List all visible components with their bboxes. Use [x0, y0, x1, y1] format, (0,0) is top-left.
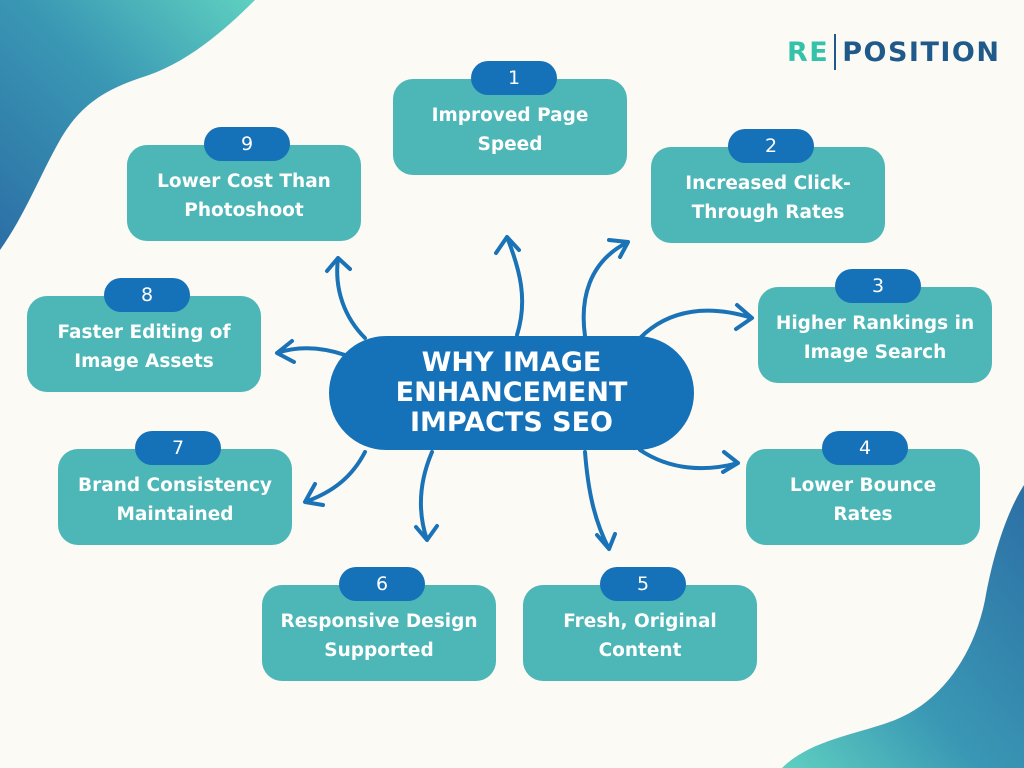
benefit-number-badge-1: 1: [471, 61, 557, 95]
benefit-label: Lower Cost Than Photoshoot: [157, 171, 331, 221]
bottom-right-wave-shape: [782, 485, 1024, 768]
benefit-card-1: Improved Page Speed: [393, 79, 627, 175]
arrow-to-item-8: [275, 339, 347, 364]
benefit-label: Improved Page Speed: [431, 105, 589, 155]
benefit-number-badge-2: 2: [728, 129, 814, 163]
arrow-to-item-6: [414, 450, 439, 542]
benefit-number-badge-4: 4: [822, 431, 908, 465]
arrow-to-item-5: [583, 450, 617, 551]
arrow-to-item-9: [325, 256, 367, 340]
benefit-label: Responsive Design Supported: [280, 611, 478, 661]
benefit-card-4: Lower Bounce Rates: [746, 449, 980, 545]
benefit-label: Higher Rankings in Image Search: [775, 313, 975, 363]
benefit-label: Faster Editing of Image Assets: [57, 322, 231, 372]
arrow-to-item-1: [494, 235, 525, 337]
benefit-card-9: Lower Cost Than Photoshoot: [127, 145, 361, 241]
arrow-to-item-3: [638, 303, 754, 340]
logo-divider: [834, 34, 837, 70]
benefit-card-8: Faster Editing of Image Assets: [27, 296, 261, 392]
arrow-to-item-7: [303, 450, 367, 507]
benefit-card-2: Increased Click-Through Rates: [651, 147, 885, 243]
center-title: WHY IMAGE ENHANCEMENT IMPACTS SEO: [395, 347, 628, 438]
benefit-number-badge-9: 9: [204, 127, 290, 161]
center-title-bubble: WHY IMAGE ENHANCEMENT IMPACTS SEO: [329, 336, 694, 450]
benefit-card-7: Brand Consistency Maintained: [58, 449, 292, 545]
arrow-to-item-2: [581, 238, 630, 338]
benefit-number-badge-6: 6: [339, 567, 425, 601]
arrow-to-item-4: [638, 448, 740, 474]
benefit-label: Fresh, Original Content: [563, 611, 717, 661]
reposition-logo: RE POSITION: [787, 34, 1000, 70]
benefit-number-badge-8: 8: [104, 278, 190, 312]
benefit-card-3: Higher Rankings in Image Search: [758, 287, 992, 383]
benefit-label: Lower Bounce Rates: [789, 475, 937, 525]
benefit-number-badge-3: 3: [835, 269, 921, 303]
logo-text-position: POSITION: [842, 36, 1001, 68]
benefit-card-5: Fresh, Original Content: [523, 585, 757, 681]
benefit-label: Increased Click-Through Rates: [685, 173, 851, 223]
benefit-number-badge-5: 5: [600, 567, 686, 601]
top-left-wave-shape: [0, 0, 255, 250]
benefit-label: Brand Consistency Maintained: [78, 475, 272, 525]
logo-text-re: RE: [787, 36, 830, 68]
benefit-card-6: Responsive Design Supported: [262, 585, 496, 681]
benefit-number-badge-7: 7: [135, 431, 221, 465]
